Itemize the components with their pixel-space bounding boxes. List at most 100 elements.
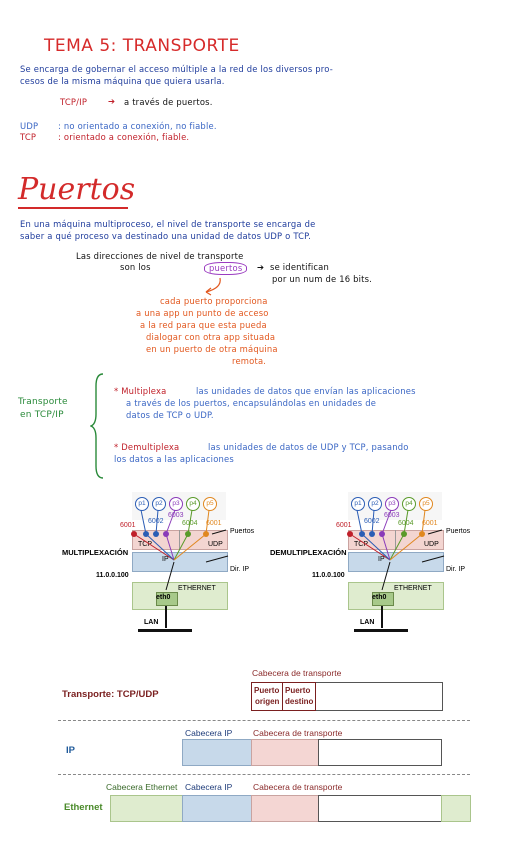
dashed-divider-1	[58, 720, 470, 721]
transporte-label-2: en TCP/IP	[20, 410, 64, 420]
cab-transporte-top: Cabecera de transporte	[252, 668, 342, 678]
puerto-origen-line1: Puerto	[254, 686, 280, 695]
ip-payload-box	[318, 739, 442, 766]
eth0-label: eth0	[156, 594, 171, 601]
lan-label: LAN	[360, 619, 375, 626]
port-6001-a: 6001	[336, 522, 352, 529]
eth0-box	[156, 592, 178, 606]
cab-ethernet-label: Cabecera Ethernet	[106, 782, 178, 792]
multiplexacion-diagram: p1 p2 p3 p4 p5 6001 6002 6003 6004 6001 …	[56, 490, 266, 640]
curved-arrow-icon	[205, 277, 221, 296]
tcpip-rest: a través de puertos.	[124, 97, 213, 107]
ip-box	[132, 552, 228, 572]
intro-line-1: Se encarga de gobernar el acceso múltipl…	[20, 64, 333, 74]
ip-header-box	[182, 739, 252, 766]
port-6001-b: 6001	[422, 520, 438, 527]
note-line-1: cada puerto proporciona	[160, 296, 268, 306]
note-line-6: remota.	[232, 356, 267, 366]
process-p4: p4	[186, 497, 200, 511]
note-line-3: a la red para que esta pueda	[140, 320, 267, 330]
ip-row-label: IP	[66, 745, 75, 756]
process-p5: p5	[203, 497, 217, 511]
puerto-origen-line2: origen	[255, 697, 280, 706]
port-6001-b: 6001	[206, 520, 222, 527]
port-6003: 6003	[168, 512, 184, 519]
udp-label: UDP	[20, 121, 39, 131]
intro-line-2: cesos de la misma máquina que quiera usa…	[20, 76, 225, 86]
eth0-label: eth0	[372, 594, 387, 601]
port-6003: 6003	[384, 512, 400, 519]
multiplexacion-title: MULTIPLEXACIÓN	[62, 548, 129, 557]
page-title: TEMA 5: TRANSPORTE	[44, 36, 240, 56]
process-p1: p1	[135, 497, 149, 511]
tcp-label: TCP	[138, 541, 152, 548]
mux-line-1: las unidades de datos que envían las apl…	[196, 386, 416, 396]
tcpip-label: TCP/IP	[60, 97, 88, 107]
transporte-row-label: Transporte: TCP/UDP	[62, 689, 159, 700]
mux-title: * Multiplexa	[114, 386, 167, 396]
demux-line-1: las unidades de datos de UDP y TCP, pasa…	[208, 442, 409, 452]
port-6002: 6002	[364, 518, 380, 525]
lan-link	[381, 606, 383, 628]
eth-payload-box	[318, 795, 442, 822]
dir-line-3: por un num de 16 bits.	[272, 274, 373, 284]
tcp-label: TCP	[20, 132, 37, 142]
cab-transporte-ip: Cabecera de transporte	[253, 728, 343, 738]
arrow-right-icon: ➔	[108, 96, 116, 106]
puertos-label: Puertos	[446, 528, 471, 535]
demux-line-2: los datos a las aplicaciones	[114, 454, 234, 464]
tcp-udp-divider	[179, 530, 180, 550]
ip-address: 11.0.0.100	[96, 572, 129, 579]
transporte-label-1: Transporte	[18, 397, 68, 407]
cab-ip-eth: Cabecera IP	[185, 782, 233, 792]
process-p3: p3	[385, 497, 399, 511]
note-line-2: a una app un punto de acceso	[136, 308, 269, 318]
process-p5: p5	[419, 497, 433, 511]
ip-label: IP	[378, 556, 385, 563]
puertos-para-2: saber a qué proceso va destinado una uni…	[20, 231, 311, 241]
lan-link	[165, 606, 167, 628]
note-line-5: en un puerto de otra máquina	[146, 344, 278, 354]
note-line-4: dialogar con otra app situada	[146, 332, 276, 342]
eth-transport-header-box	[251, 795, 319, 822]
eth0-box	[372, 592, 394, 606]
eth-trailer-box	[441, 795, 471, 822]
ethernet-row-label: Ethernet	[64, 802, 103, 813]
puertos-highlight: puertos	[204, 262, 248, 275]
lan-label: LAN	[144, 619, 159, 626]
dir-ip-label: Dir. IP	[230, 566, 250, 573]
process-p2: p2	[152, 497, 166, 511]
process-p2: p2	[368, 497, 382, 511]
port-6001-a: 6001	[120, 522, 136, 529]
ethernet-label: ETHERNET	[394, 585, 432, 592]
demux-title: * Demultiplexa	[114, 442, 180, 452]
puerto-destino-line2: destino	[285, 697, 314, 706]
ethernet-box	[132, 582, 228, 610]
process-p4: p4	[402, 497, 416, 511]
cab-ip-label: Cabecera IP	[185, 728, 233, 738]
process-p1: p1	[351, 497, 365, 511]
udp-label: UDP	[424, 541, 439, 548]
puerto-origen-box	[251, 682, 283, 711]
process-p3: p3	[169, 497, 183, 511]
udp-label: UDP	[208, 541, 223, 548]
ip-label: IP	[162, 556, 169, 563]
mux-arrows	[131, 509, 229, 591]
puerto-destino-line1: Puerto	[285, 686, 311, 695]
port-6002: 6002	[148, 518, 164, 525]
dir-line-2c: se identifican	[270, 262, 330, 272]
dashed-divider-2	[58, 774, 470, 775]
puerto-destino-box	[282, 682, 316, 711]
demultiplexacion-diagram: p1 p2 p3 p4 p5 6001 6002 6003 6004 6001 …	[272, 490, 482, 640]
arrow-right-icon: ➔	[257, 262, 265, 272]
tcp-label: TCP	[354, 541, 368, 548]
lan-bar	[138, 629, 192, 632]
ethernet-box	[348, 582, 444, 610]
puertos-para-1: En una máquina multiproceso, el nivel de…	[20, 219, 316, 229]
eth-ip-header-box	[182, 795, 252, 822]
lan-bar	[354, 629, 408, 632]
ip-address: 11.0.0.100	[312, 572, 345, 579]
demux-arrows	[347, 509, 445, 591]
ethernet-label: ETHERNET	[178, 585, 216, 592]
mux-line-2: a través de los puertos, encapsulándolas…	[126, 398, 377, 408]
